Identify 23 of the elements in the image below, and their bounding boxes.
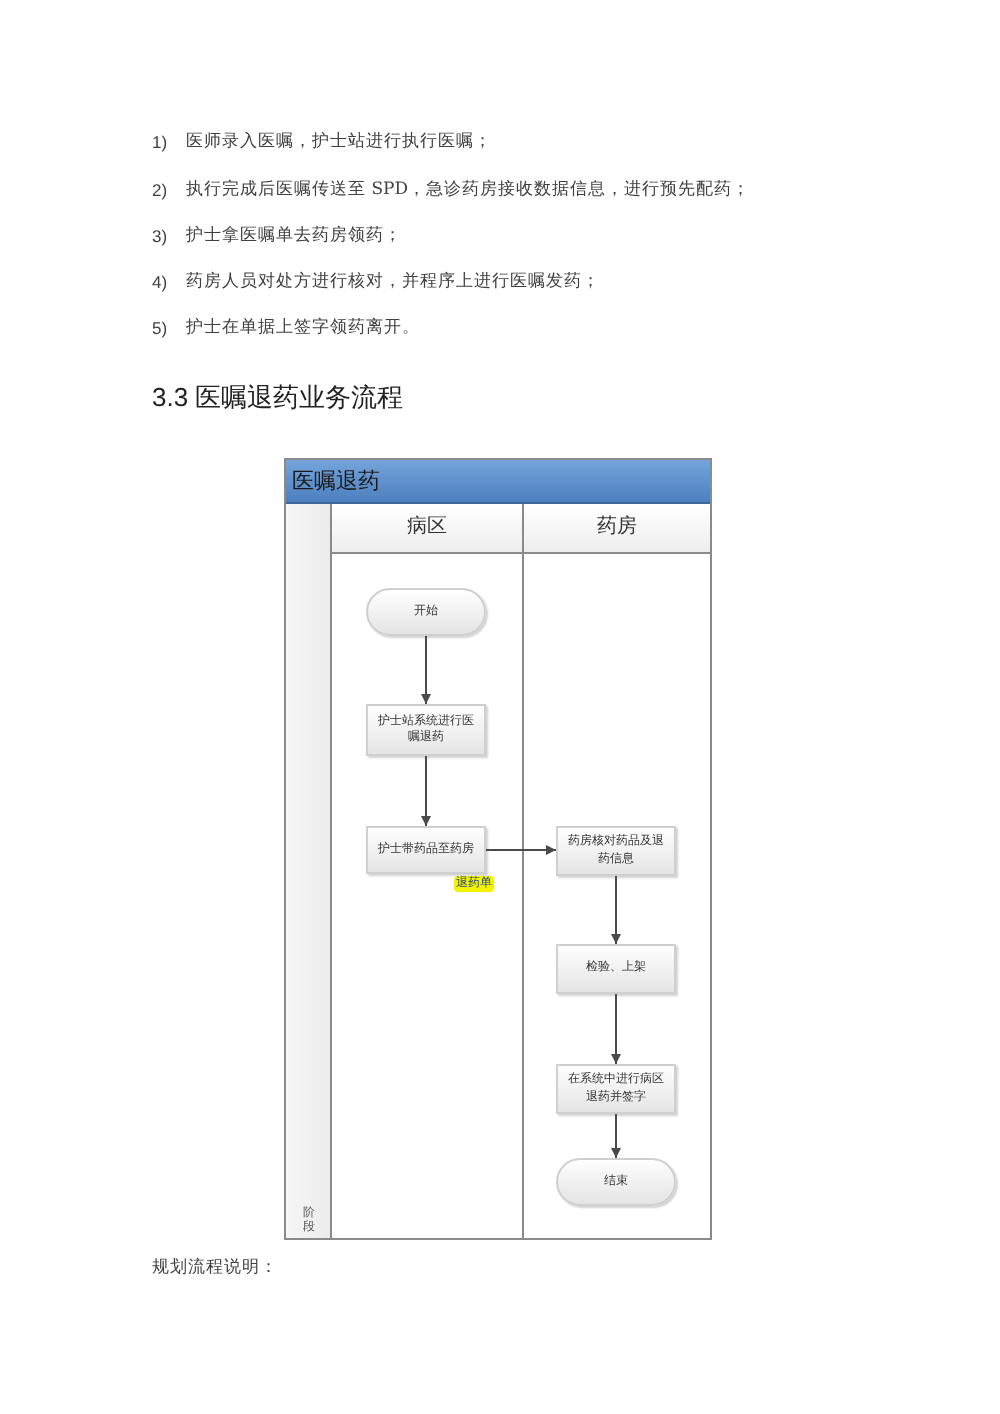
list-number: 2) (152, 179, 168, 201)
arrow (421, 635, 431, 705)
list-item-text: 医师录入医嘱，护士站进行执行医嘱； (186, 131, 492, 153)
list-number: 3) (152, 225, 168, 247)
arrow (485, 845, 557, 855)
swimlane-pool (284, 458, 712, 1240)
phase-column (286, 504, 330, 1238)
list-item-text: 药房人员对处方进行核对，并程序上进行医嘱发药； (186, 271, 600, 293)
swimlane (330, 504, 522, 1238)
list-number: 5) (152, 317, 168, 339)
arrow (611, 993, 621, 1065)
swimlane (522, 504, 710, 1238)
paragraph-text: 规划流程说明： (152, 1257, 278, 1279)
arrow (611, 875, 621, 945)
list-number: 1) (152, 131, 168, 153)
pool-header: 医嘱退药 (286, 460, 710, 504)
list-item-text: 护士在单据上签字领药离开。 (186, 317, 420, 339)
section-heading: 3.3 医嘱退药业务流程 (152, 380, 404, 416)
arrow (421, 755, 431, 827)
arrow (611, 1113, 621, 1159)
list-number: 4) (152, 271, 168, 293)
list-item-text: 护士拿医嘱单去药房领药； (186, 225, 402, 247)
list-item-text: 执行完成后医嘱传送至 SPD，急诊药房接收数据信息，进行预先配药； (186, 179, 751, 201)
